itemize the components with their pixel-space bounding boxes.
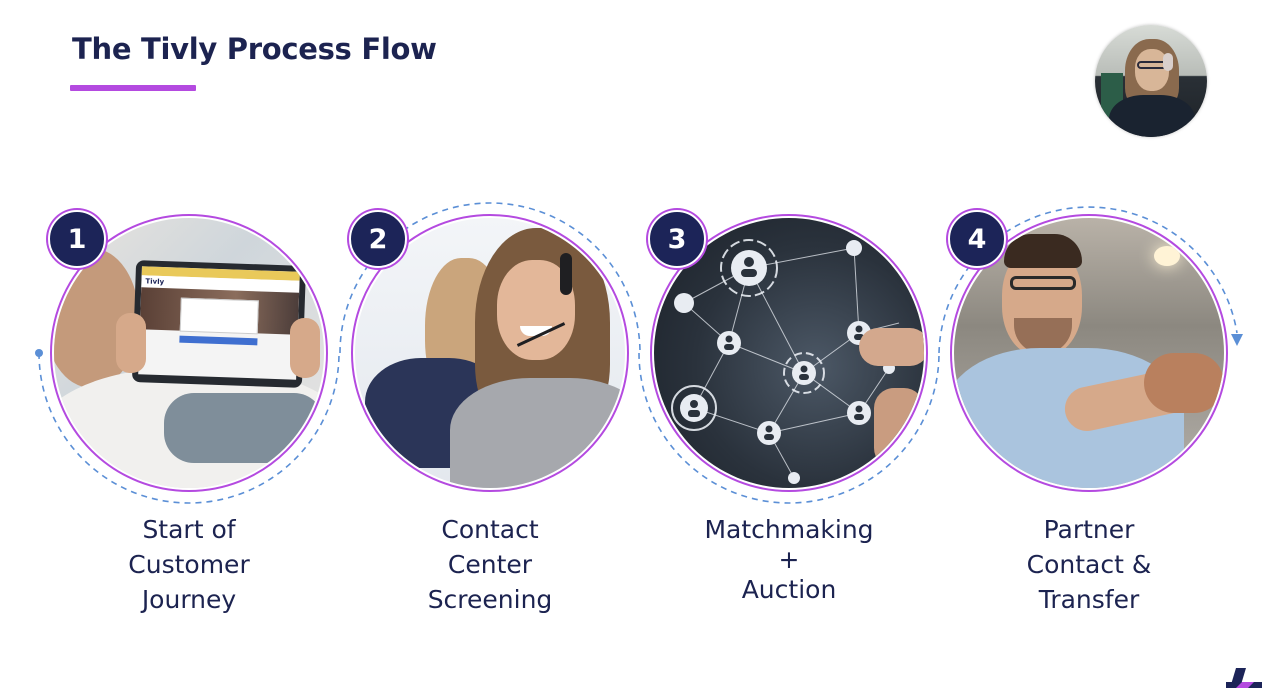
step-1: Tivly 1 [34, 198, 344, 508]
step-4-ring [938, 206, 1243, 492]
arrow-down-icon [1231, 334, 1243, 346]
tablet-device: Tivly [131, 260, 307, 388]
step-2-photo [355, 218, 625, 488]
handshake-icon [1144, 353, 1224, 413]
dashed-arc [938, 206, 1238, 354]
purple-ring [650, 214, 928, 492]
step-3-label: Matchmaking + Auction [704, 515, 874, 604]
step-4: 4 [934, 198, 1244, 508]
step-3-number-badge: 3 [648, 210, 706, 268]
step-2-number-badge: 2 [349, 210, 407, 268]
step-4-photo [954, 218, 1224, 488]
title-underline [70, 85, 196, 91]
headphones-icon [1163, 53, 1173, 71]
webcam-body [1109, 95, 1195, 137]
step-3-photo [654, 218, 924, 488]
step-2-label: Contact Center Screening [427, 515, 553, 614]
slide-title: The Tivly Process Flow [72, 32, 437, 66]
step-1-label: Start of Customer Journey [128, 515, 250, 614]
step-4-label: Partner Contact & Transfer [1026, 515, 1152, 614]
step-1-photo: Tivly [54, 218, 324, 488]
step-4-number-badge: 4 [948, 210, 1006, 268]
step-3: 3 [634, 198, 944, 508]
purple-ring [950, 214, 1228, 492]
purple-ring [50, 214, 328, 492]
purple-ring [351, 214, 629, 492]
step-1-number-badge: 1 [48, 210, 106, 268]
arc-start-dot [35, 349, 43, 357]
headset-icon [560, 253, 572, 295]
dashed-arc [339, 202, 641, 354]
presenter-webcam-thumbnail[interactable] [1095, 25, 1207, 137]
step-2-ring [339, 202, 641, 492]
tivly-logo-icon [1226, 668, 1262, 688]
step-2: 2 [335, 198, 645, 508]
